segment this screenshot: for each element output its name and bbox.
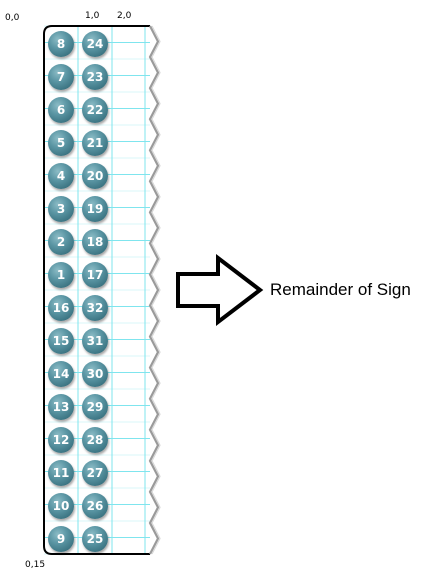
led-7: 7 <box>48 63 74 90</box>
panel-outline <box>43 25 150 555</box>
led-29: 29 <box>82 393 108 420</box>
led-30: 30 <box>82 360 108 387</box>
led-23: 23 <box>82 63 108 90</box>
led-13: 13 <box>48 393 74 420</box>
led-28: 28 <box>82 426 108 453</box>
led-12: 12 <box>48 426 74 453</box>
led-27: 27 <box>82 459 108 486</box>
led-31: 31 <box>82 327 108 354</box>
led-18: 18 <box>82 228 108 255</box>
led-22: 22 <box>82 96 108 123</box>
led-6: 6 <box>48 96 74 123</box>
led-3: 3 <box>48 195 74 222</box>
coord-col1-label: 1,0 <box>85 11 100 21</box>
led-20: 20 <box>82 162 108 189</box>
led-19: 19 <box>82 195 108 222</box>
led-4: 4 <box>48 162 74 189</box>
coord-col2-label: 2,0 <box>117 11 132 21</box>
right-arrow-icon <box>176 253 264 327</box>
led-17: 17 <box>82 261 108 288</box>
led-15: 15 <box>48 327 74 354</box>
led-16: 16 <box>48 294 74 321</box>
led-10: 10 <box>48 492 74 519</box>
led-32: 32 <box>82 294 108 321</box>
led-26: 26 <box>82 492 108 519</box>
coord-bottom-label: 0,15 <box>25 560 46 570</box>
sign-panel-outline <box>43 25 161 555</box>
led-24: 24 <box>82 30 108 57</box>
torn-edge-shadow <box>151 25 161 555</box>
led-1: 1 <box>48 261 74 288</box>
torn-edge <box>148 25 160 555</box>
led-11: 11 <box>48 459 74 486</box>
led-8: 8 <box>48 30 74 57</box>
led-2: 2 <box>48 228 74 255</box>
led-14: 14 <box>48 360 74 387</box>
remainder-of-sign-label: Remainder of Sign <box>270 280 411 299</box>
led-25: 25 <box>82 525 108 552</box>
led-9: 9 <box>48 525 74 552</box>
led-21: 21 <box>82 129 108 156</box>
led-5: 5 <box>48 129 74 156</box>
coord-origin-label: 0,0 <box>5 13 20 23</box>
